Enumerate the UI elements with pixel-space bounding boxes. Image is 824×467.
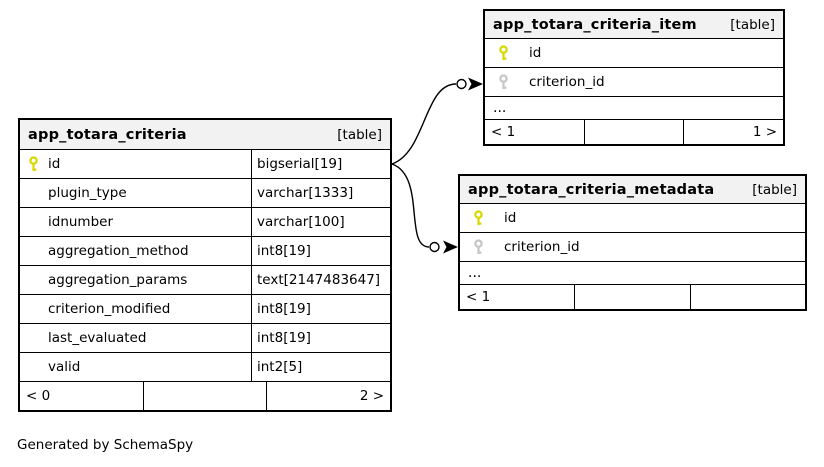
column-row[interactable]: plugin_type varchar[1333]: [20, 179, 390, 208]
column-name: idnumber: [48, 214, 114, 230]
primary-key-icon: [497, 44, 509, 62]
table-name[interactable]: app_totara_criteria: [28, 126, 187, 143]
footer-parents-count: < 0: [26, 388, 51, 404]
column-name: aggregation_params: [48, 272, 188, 288]
column-name: plugin_type: [48, 185, 127, 201]
footer-middle-cell: [583, 120, 684, 144]
column-row[interactable]: criterion_id: [485, 68, 783, 97]
table-app-totara-criteria[interactable]: app_totara_criteria [table] id bigserial…: [18, 118, 392, 412]
column-type: int8[19]: [251, 295, 390, 323]
column-type: int8[19]: [251, 237, 390, 265]
relationship-curve-metadata: [391, 163, 458, 254]
column-type: varchar[1333]: [251, 179, 390, 207]
column-row[interactable]: aggregation_params text[2147483647]: [20, 266, 390, 295]
column-row[interactable]: last_evaluated int8[19]: [20, 324, 390, 353]
footer-children-count: 2 >: [266, 382, 390, 410]
column-type: bigserial[19]: [251, 150, 390, 178]
footer-parents-count: < 1: [466, 289, 491, 305]
cardinality-circle: [429, 241, 440, 253]
foreign-key-icon: [497, 73, 509, 91]
truncated-columns-row: ...: [485, 97, 783, 120]
column-row[interactable]: id bigserial[19]: [20, 150, 390, 179]
arrowhead-icon: [468, 77, 483, 91]
table-app-totara-criteria-metadata[interactable]: app_totara_criteria_metadata [table] id …: [458, 174, 807, 311]
column-name: id: [504, 210, 517, 226]
column-type: int2[5]: [251, 353, 390, 381]
column-name: id: [48, 156, 61, 172]
column-row[interactable]: id: [485, 39, 783, 68]
footer-children-count: 1 >: [683, 120, 783, 144]
column-type: text[2147483647]: [251, 266, 390, 294]
column-name: aggregation_method: [48, 243, 189, 259]
table-footer: < 1: [460, 285, 805, 309]
table-app-totara-criteria-item[interactable]: app_totara_criteria_item [table] id crit…: [483, 9, 785, 146]
table-footer: < 1 1 >: [485, 120, 783, 144]
table-header[interactable]: app_totara_criteria_item [table]: [485, 11, 783, 39]
table-header[interactable]: app_totara_criteria [table]: [20, 120, 390, 150]
column-row[interactable]: valid int2[5]: [20, 353, 390, 382]
relationship-curve-item: [391, 77, 483, 165]
column-row[interactable]: id: [460, 204, 805, 233]
footer-children-count: [689, 285, 805, 309]
table-name[interactable]: app_totara_criteria_item: [493, 16, 697, 33]
primary-key-icon: [472, 209, 484, 227]
cardinality-circle: [456, 78, 467, 90]
column-name: valid: [48, 359, 81, 375]
column-row[interactable]: aggregation_method int8[19]: [20, 237, 390, 266]
column-name: last_evaluated: [48, 330, 147, 346]
column-row[interactable]: idnumber varchar[100]: [20, 208, 390, 237]
table-header[interactable]: app_totara_criteria_metadata [table]: [460, 176, 805, 204]
table-name[interactable]: app_totara_criteria_metadata: [468, 181, 715, 198]
generated-by-note: Generated by SchemaSpy: [17, 437, 194, 453]
table-footer: < 0 2 >: [20, 382, 390, 410]
column-name: criterion_id: [504, 239, 580, 255]
table-type-badge: [table]: [730, 16, 775, 33]
column-row[interactable]: criterion_id: [460, 233, 805, 262]
column-row[interactable]: criterion_modified int8[19]: [20, 295, 390, 324]
arrowhead-icon: [443, 240, 458, 254]
table-type-badge: [table]: [752, 181, 797, 198]
footer-middle-cell: [574, 285, 689, 309]
footer-middle-cell: [142, 382, 267, 410]
column-name: criterion_modified: [48, 301, 171, 317]
truncated-columns-row: ...: [460, 262, 805, 285]
table-type-badge: [table]: [337, 126, 382, 143]
footer-parents-count: < 1: [491, 124, 516, 140]
column-type: varchar[100]: [251, 208, 390, 236]
column-type: int8[19]: [251, 324, 390, 352]
primary-key-icon: [27, 155, 39, 173]
column-name: id: [529, 45, 542, 61]
column-name: criterion_id: [529, 74, 605, 90]
foreign-key-icon: [472, 238, 484, 256]
